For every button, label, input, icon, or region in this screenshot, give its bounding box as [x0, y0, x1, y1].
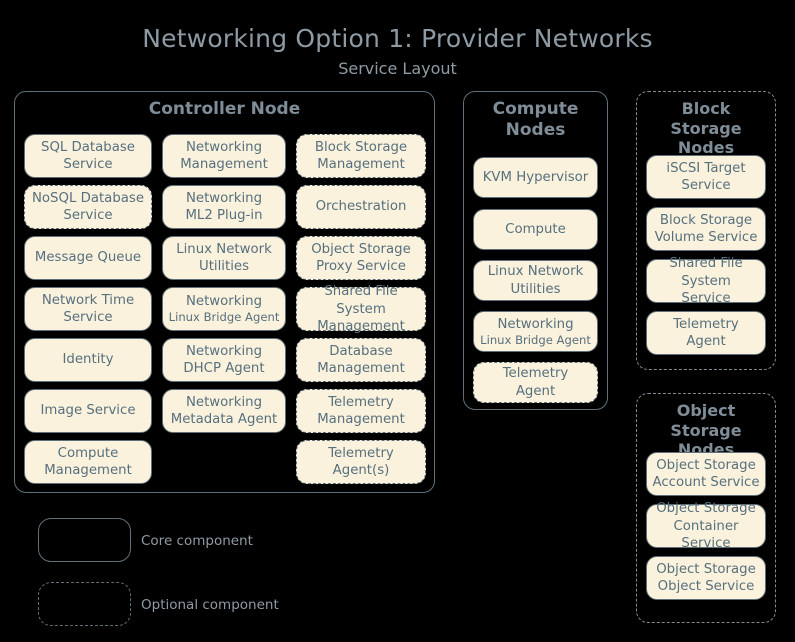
controller-c3-r2-service-box[interactable]: Orchestration	[296, 185, 426, 229]
service-label: Identity	[62, 352, 114, 368]
compute-r1-service-box[interactable]: KVM Hypervisor	[473, 157, 598, 198]
service-label: Message Queue	[34, 250, 142, 266]
legend-optional-label: Optional component	[141, 597, 279, 613]
compute-nodes-title: Compute Nodes	[492, 99, 579, 140]
page-title: Networking Option 1: Provider Networks	[142, 24, 653, 53]
service-label: Orchestration	[315, 199, 407, 215]
compute-r2-service-box[interactable]: Compute	[473, 209, 598, 250]
block-storage-nodes-title: Block Storage Nodes	[670, 99, 742, 158]
controller-c1-r5-service-box[interactable]: Identity	[24, 338, 152, 382]
legend-core-swatch	[38, 518, 131, 562]
service-label: Image Service	[40, 403, 136, 419]
legend-optional-swatch	[38, 582, 131, 626]
controller-c1-r3-service-box[interactable]: Message Queue	[24, 236, 152, 280]
legend-core-label: Core component	[141, 533, 253, 549]
service-label: KVM Hypervisor	[482, 169, 589, 185]
compute-nodes-container: Compute Nodes	[463, 91, 608, 410]
controller-node-title: Controller Node	[148, 99, 301, 119]
service-label: Compute	[505, 221, 566, 237]
page-subtitle: Service Layout	[338, 59, 457, 78]
object-storage-nodes-title: Object Storage Nodes	[670, 401, 742, 460]
controller-c1-r6-service-box[interactable]: Image Service	[24, 389, 152, 433]
